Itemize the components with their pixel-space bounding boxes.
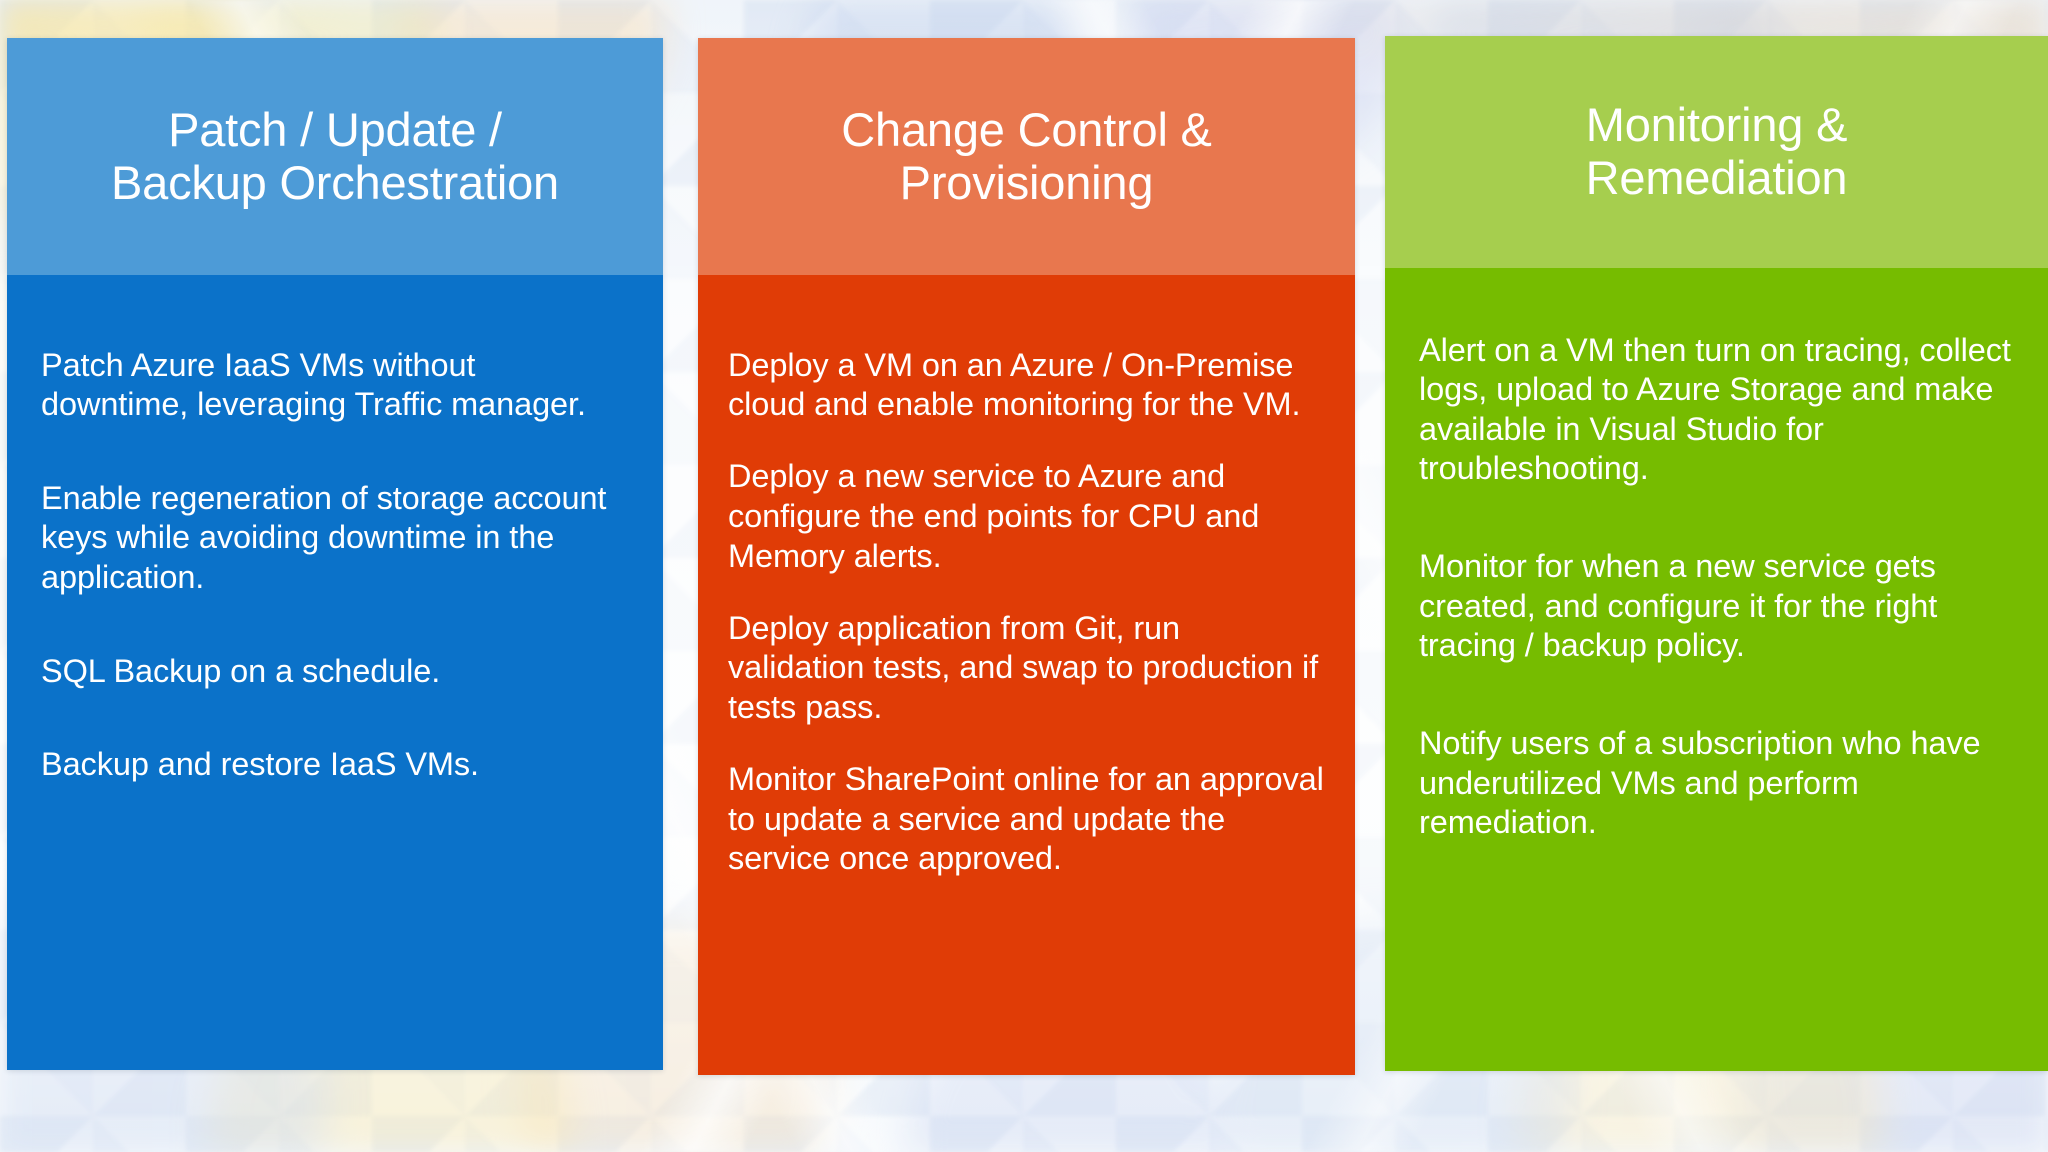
column-title-line-2: Remediation <box>1585 151 1848 204</box>
bullet-item: SQL Backup on a schedule. <box>41 652 441 689</box>
column-title-line-2: Backup Orchestration <box>111 155 559 209</box>
column-title-line-2: Provisioning <box>899 155 1154 209</box>
column-title-line-1: Monitoring & <box>1585 98 1848 152</box>
column-header-monitoring-remediation: Monitoring & Remediation <box>1385 36 2048 268</box>
column-title-line-1: Patch / Update / <box>168 102 502 156</box>
bullet-item: Deploy a new service to Azure and config… <box>728 458 1260 574</box>
bullet-item: Enable regeneration of storage account k… <box>41 479 607 596</box>
column-title-line-1: Change Control & <box>841 102 1212 156</box>
bullet-item: Monitor for when a new service gets crea… <box>1419 548 1938 664</box>
column-patch-update-backup-orchestration: Patch / Update / Backup Orchestration Pa… <box>7 38 663 1070</box>
bullet-item: Monitor SharePoint online for an approva… <box>728 761 1324 877</box>
column-monitoring-remediation: Monitoring & Remediation Alert on a VM t… <box>1385 36 2048 1071</box>
bullet-item: Deploy a VM on an Azure / On-Premise clo… <box>728 346 1301 423</box>
column-header-patch-update-backup-orchestration: Patch / Update / Backup Orchestration <box>7 38 663 275</box>
column-header-change-control-provisioning: Change Control & Provisioning <box>698 38 1355 275</box>
column-title-patch: Patch / Update / Backup Orchestration <box>111 102 559 209</box>
column-title-monitoring: Monitoring & Remediation <box>1586 99 1848 204</box>
column-change-control-provisioning: Change Control & Provisioning Deploy a V… <box>698 38 1355 1075</box>
column-body-monitoring: Alert on a VM then turn on tracing, coll… <box>1385 268 2048 1071</box>
bullet-item: Deploy application from Git, run validat… <box>728 609 1319 725</box>
bullet-item: Alert on a VM then turn on tracing, coll… <box>1419 331 2011 487</box>
bullet-item: Notify users of a subscription who have … <box>1419 724 1981 841</box>
bullet-item: Patch Azure IaaS VMs without downtime, l… <box>41 346 586 423</box>
column-body-patch: Patch Azure IaaS VMs without downtime, l… <box>7 275 663 1070</box>
column-title-change: Change Control & Provisioning <box>841 102 1212 209</box>
column-body-change: Deploy a VM on an Azure / On-Premise clo… <box>698 275 1355 1075</box>
bullet-item: Backup and restore IaaS VMs. <box>41 746 479 783</box>
